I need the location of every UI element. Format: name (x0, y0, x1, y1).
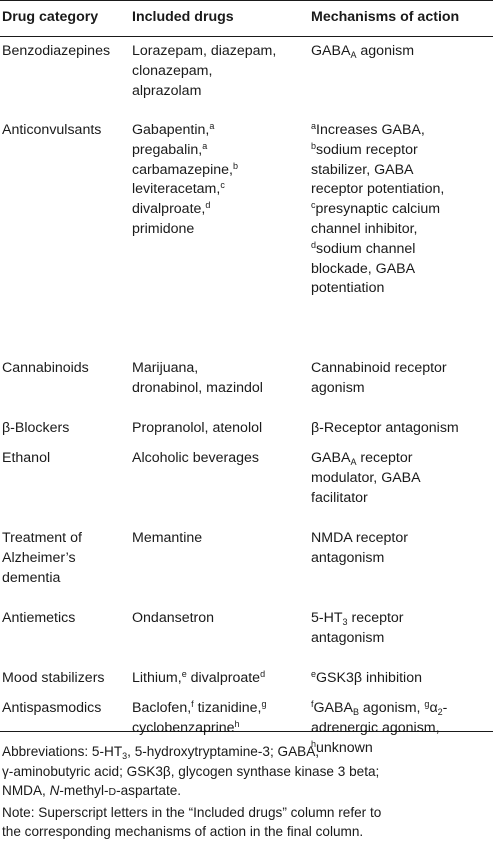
cell-included-drugs: Memantine (132, 529, 202, 549)
cell-line: Baclofen,f tizanidine,g (132, 699, 267, 717)
cell-line: facilitator (311, 489, 368, 506)
footnote-line: the corresponding mechanisms of action i… (2, 824, 364, 840)
cell-drug-category: Antiemetics (2, 609, 75, 629)
table-footnotes: Abbreviations: 5-HT3, 5-hydroxytryptamin… (2, 742, 381, 842)
cell-line: Lorazepam, diazepam, (132, 43, 277, 59)
cell-line: adrenergic agonism, (311, 719, 440, 736)
cell-line: modulator, GABA (311, 469, 421, 486)
cell-included-drugs: Ondansetron (132, 609, 214, 629)
cell-line: Cannabinoid receptor (311, 360, 447, 376)
cell-mechanism-of-action: GABAA agonism (311, 42, 414, 62)
cell-line: fGABAB agonism, gα2- (311, 699, 448, 717)
cell-line: pregabalin,a (132, 140, 208, 158)
cell-line: Lithium,e divalproated (132, 669, 266, 687)
cell-line: agonism (311, 379, 365, 396)
cell-mechanism-of-action: aIncreases GABA,bsodium receptor stabiliz… (311, 121, 444, 299)
cell-line: blockade, GABA (311, 260, 416, 277)
cell-line: Antispasmodics (2, 700, 102, 716)
cell-line: carbamazepine,b (132, 160, 238, 178)
cell-drug-category: Treatment of Alzheimer’s dementia (2, 529, 82, 588)
cell-line: hunknown (311, 738, 373, 756)
header-included-drugs: Included drugs (132, 9, 234, 25)
cell-line: aIncreases GABA, (311, 121, 425, 139)
cell-drug-category: Benzodiazepines (2, 42, 110, 62)
cell-mechanism-of-action: Cannabinoid receptor agonism (311, 359, 447, 399)
cell-line: dementia (2, 569, 61, 586)
cell-line: Benzodiazepines (2, 43, 111, 59)
cell-line: GABAA receptor (311, 450, 413, 467)
cell-included-drugs: Lithium,e divalproated (132, 669, 265, 689)
cell-line: Memantine (132, 530, 203, 546)
cell-line: primidone (132, 220, 195, 237)
header-mechanisms-of-action: Mechanisms of action (311, 9, 460, 25)
cell-line: Mood stabilizers (2, 670, 105, 686)
cell-drug-category: β-Blockers (2, 419, 69, 439)
cell-line: cpresynaptic calcium (311, 200, 441, 218)
cell-line: cyclobenzaprineh (132, 718, 240, 736)
cell-line: bsodium receptor (311, 140, 418, 158)
cell-line: divalproate,d (132, 200, 211, 218)
cell-line: Antiemetics (2, 610, 76, 626)
table-top-rule (0, 0, 493, 1)
footnote-line: Note: Superscript letters in the “Includ… (2, 804, 382, 820)
cell-mechanism-of-action: 5-HT3 receptor antagonism (311, 609, 404, 649)
cell-line: Ondansetron (132, 610, 215, 626)
footnote-line: γ-aminobutyric acid; GSK3β, glycogen syn… (2, 763, 380, 779)
cell-line: potentiation (311, 280, 385, 297)
cell-mechanism-of-action: eGSK3β inhibition (311, 669, 422, 689)
footnote-line: Abbreviations: 5-HT3, 5-hydroxytryptamin… (2, 744, 320, 761)
cell-mechanism-of-action: GABAA receptor modulator, GABA facilitator (311, 449, 421, 508)
cell-drug-category: Mood stabilizers (2, 669, 105, 689)
cell-line: alprazolam (132, 82, 202, 99)
cell-line: Marijuana, (132, 360, 199, 376)
cell-line: antagonism (311, 549, 385, 566)
cell-included-drugs: Marijuana, dronabinol, mazindol (132, 359, 263, 399)
cell-line: Alcoholic beverages (132, 450, 259, 466)
cell-line: 5-HT3 receptor (311, 610, 404, 627)
cell-drug-category: Ethanol (2, 449, 50, 469)
cell-included-drugs: Lorazepam, diazepam, clonazepam, alprazola… (132, 42, 276, 101)
cell-line: β-Blockers (2, 420, 70, 436)
cell-line: GABAA agonism (311, 43, 415, 60)
cell-line: leviteracetam,c (132, 180, 225, 198)
cell-line: stabilizer, GABA (311, 161, 414, 178)
cell-line: eGSK3β inhibition (311, 669, 422, 687)
cell-drug-category: Antispasmodics (2, 699, 101, 719)
cell-included-drugs: Propranolol, atenolol (132, 419, 262, 439)
cell-line: Anticonvulsants (2, 122, 102, 138)
cell-line: Treatment of (2, 530, 82, 546)
cell-line: antagonism (311, 629, 385, 646)
cell-mechanism-of-action: NMDA receptor antagonism (311, 529, 408, 569)
cell-line: Propranolol, atenolol (132, 420, 263, 436)
header-drug-category: Drug category (2, 9, 99, 25)
header-rule (0, 36, 493, 37)
cell-line: dronabinol, mazindol (132, 379, 263, 396)
footnote-line: NMDA, N-methyl-D-aspartate. (2, 783, 182, 799)
cell-mechanism-of-action: β-Receptor antagonism (311, 419, 459, 439)
table-bottom-rule (0, 731, 493, 732)
cell-line: clonazepam, (132, 62, 213, 79)
cell-line: Alzheimer’s (2, 549, 76, 566)
cell-line: channel inhibitor, (311, 220, 418, 237)
cell-drug-category: Anticonvulsants (2, 121, 101, 141)
cell-line: NMDA receptor (311, 530, 408, 546)
cell-line: receptor potentiation, (311, 181, 445, 198)
cell-line: dsodium channel (311, 239, 416, 257)
cell-line: Cannabinoids (2, 360, 89, 376)
cell-included-drugs: Alcoholic beverages (132, 449, 259, 469)
cell-line: Ethanol (2, 450, 51, 466)
cell-drug-category: Cannabinoids (2, 359, 89, 379)
cell-line: β-Receptor antagonism (311, 420, 459, 436)
cell-line: Gabapentin,a (132, 121, 215, 139)
